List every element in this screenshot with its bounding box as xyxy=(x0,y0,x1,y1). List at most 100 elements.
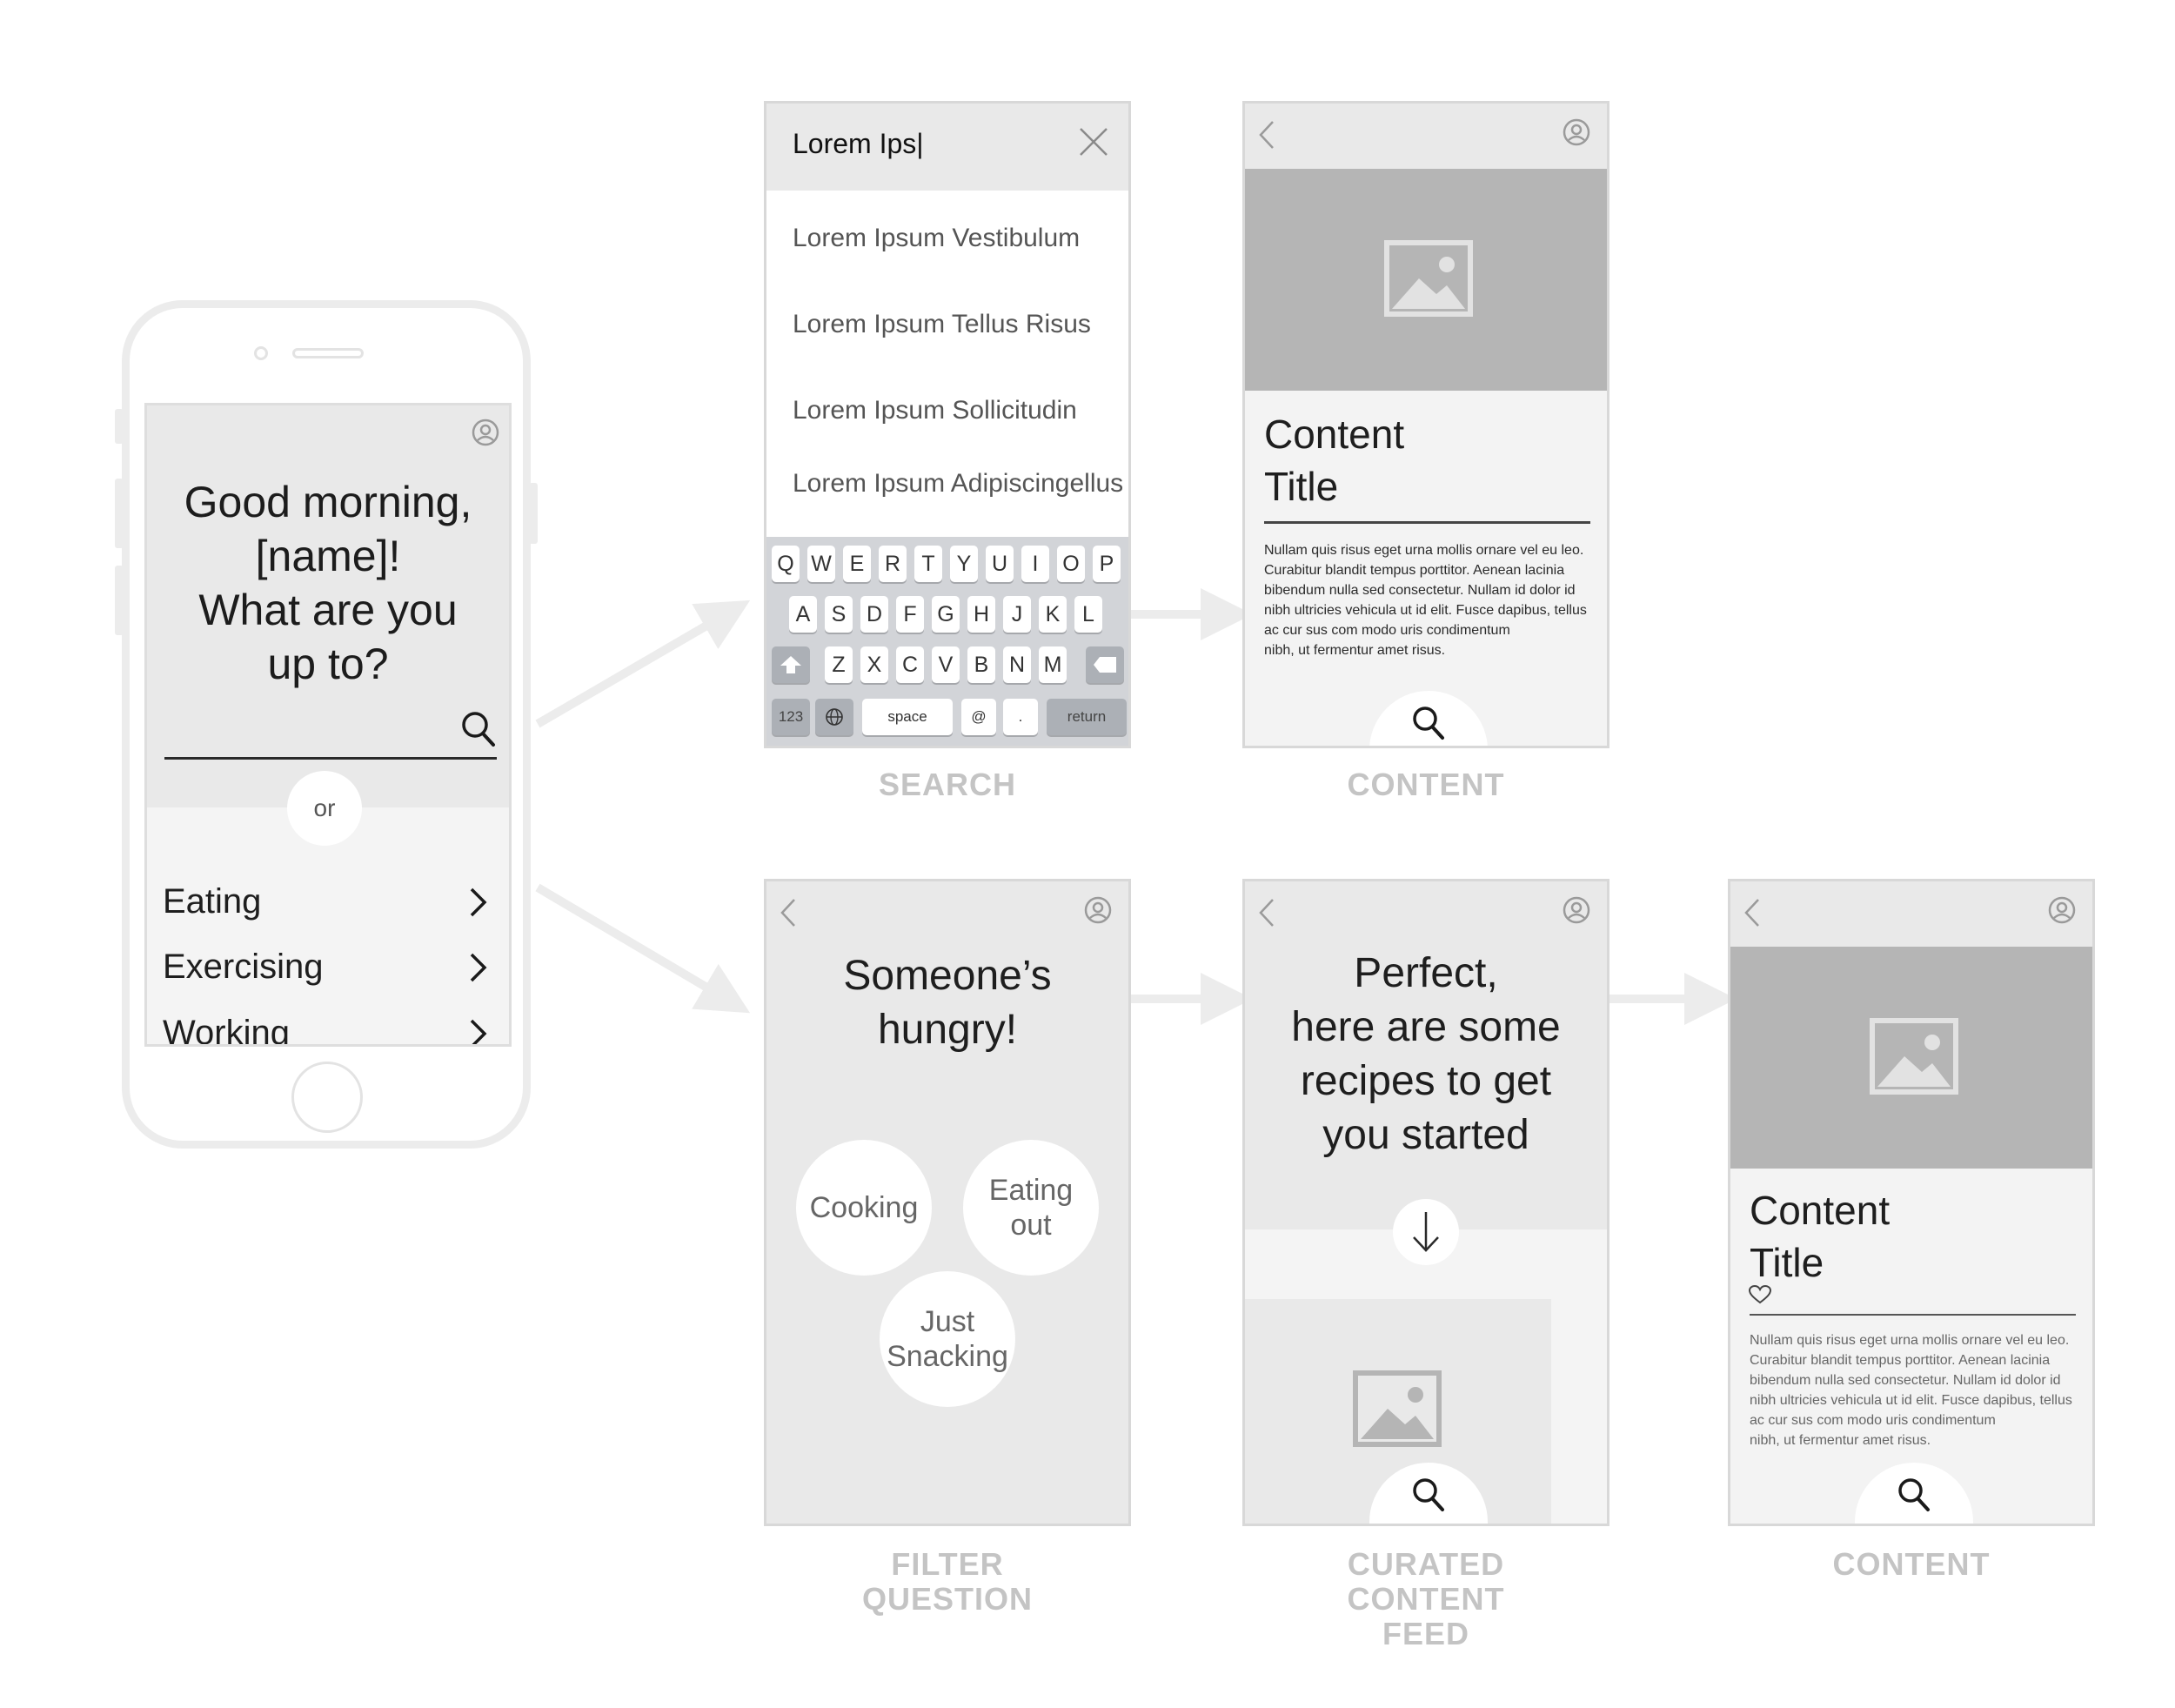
phone-home-button[interactable] xyxy=(291,1062,363,1133)
menu-item-exercising[interactable]: Exercising xyxy=(163,936,497,997)
option-label: Snacking xyxy=(887,1340,1008,1373)
key-x[interactable]: X xyxy=(860,646,888,683)
key-t[interactable]: T xyxy=(914,546,942,582)
key-h[interactable]: H xyxy=(967,596,995,633)
key-e[interactable]: E xyxy=(843,546,871,582)
option-just-snacking[interactable]: Just Snacking xyxy=(880,1271,1015,1407)
content-body: Content Title Nullam quis risus eget urn… xyxy=(1245,391,1607,746)
search-fab[interactable] xyxy=(1369,691,1488,746)
key-v[interactable]: V xyxy=(932,646,960,683)
back-icon[interactable] xyxy=(1743,897,1762,928)
content-body: Content Title Nullam quis risus eget urn… xyxy=(1730,1169,2092,1524)
profile-icon[interactable] xyxy=(1083,895,1113,925)
hero-image xyxy=(1245,169,1607,391)
option-eating-out[interactable]: Eating out xyxy=(963,1140,1099,1276)
back-icon[interactable] xyxy=(779,897,798,928)
dot-key[interactable]: . xyxy=(1003,699,1038,735)
home-header: Good morning, [name]! What are you up to… xyxy=(147,405,509,807)
option-cooking[interactable]: Cooking xyxy=(796,1140,932,1276)
hero-image xyxy=(1730,947,2092,1169)
back-icon[interactable] xyxy=(1257,119,1276,151)
feed-card[interactable] xyxy=(1245,1299,1551,1524)
suggestion-item[interactable]: Lorem Ipsum Vestibulum xyxy=(793,224,1081,252)
space-key[interactable]: space xyxy=(862,699,953,735)
close-icon[interactable] xyxy=(1078,126,1109,157)
body-text: Nullam quis risus eget urna mollis ornar… xyxy=(1750,1330,2072,1450)
key-y[interactable]: Y xyxy=(950,546,978,582)
phone-power-button xyxy=(529,483,538,544)
key-p[interactable]: P xyxy=(1093,546,1121,582)
greeting-line: [name]! xyxy=(255,532,401,580)
profile-icon[interactable] xyxy=(471,418,500,447)
phone-volume-down xyxy=(115,566,124,635)
numbers-key[interactable]: 123 xyxy=(772,699,810,735)
search-bar[interactable]: Lorem Ips| xyxy=(766,104,1128,191)
screen-label-filter: FILTER QUESTION xyxy=(817,1547,1078,1617)
at-key[interactable]: @ xyxy=(961,699,996,735)
key-r[interactable]: R xyxy=(879,546,907,582)
suggestion-list: Lorem Ipsum Vestibulum Lorem Ipsum Tellu… xyxy=(766,191,1128,539)
menu-item-label: Exercising xyxy=(163,948,324,986)
search-icon[interactable] xyxy=(460,710,497,748)
search-query[interactable]: Lorem Ips| xyxy=(793,128,924,159)
greeting-line: What are you xyxy=(198,586,458,634)
key-s[interactable]: S xyxy=(825,596,853,633)
body-line: Nullam quis risus eget urna mollis ornar… xyxy=(1750,1333,2070,1348)
content-topbar xyxy=(1245,104,1607,169)
key-q[interactable]: Q xyxy=(772,546,800,582)
body-line: bibendum nulla sed consectetur. Nullam i… xyxy=(1264,583,1576,598)
scroll-down-button[interactable] xyxy=(1393,1199,1459,1265)
shift-key[interactable] xyxy=(772,646,810,683)
key-g[interactable]: G xyxy=(932,596,960,633)
body-line: nibh ultricies vehicula ut id elit. Fusc… xyxy=(1750,1393,2072,1408)
profile-icon[interactable] xyxy=(2047,895,2077,925)
key-b[interactable]: B xyxy=(967,646,995,683)
key-n[interactable]: N xyxy=(1003,646,1031,683)
profile-icon[interactable] xyxy=(1562,895,1591,925)
suggestion-item[interactable]: Lorem Ipsum Tellus Risus xyxy=(793,310,1091,338)
content-screen-top: Content Title Nullam quis risus eget urn… xyxy=(1242,101,1610,748)
screen-label-curated: CURATED CONTENT FEED xyxy=(1295,1547,1556,1651)
backspace-icon xyxy=(1094,657,1116,673)
body-text: Nullam quis risus eget urna mollis ornar… xyxy=(1264,540,1587,660)
suggestion-item[interactable]: Lorem Ipsum Sollicitudin xyxy=(793,396,1077,425)
key-m[interactable]: M xyxy=(1039,646,1067,683)
backspace-key[interactable] xyxy=(1086,646,1124,683)
menu-item-working[interactable]: Working xyxy=(163,1002,497,1047)
back-icon[interactable] xyxy=(1257,897,1276,928)
shift-icon xyxy=(780,656,801,673)
key-f[interactable]: F xyxy=(896,596,924,633)
heart-icon[interactable] xyxy=(1748,1284,1772,1305)
menu-item-eating[interactable]: Eating xyxy=(163,871,497,932)
search-fab[interactable] xyxy=(1855,1463,1973,1524)
label-line: QUESTION xyxy=(861,1581,1033,1617)
menu-item-label: Eating xyxy=(163,882,262,921)
suggestion-item[interactable]: Lorem Ipsum Adipiscingellus xyxy=(793,469,1124,498)
key-z[interactable]: Z xyxy=(825,646,853,683)
key-j[interactable]: J xyxy=(1003,596,1031,633)
key-a[interactable]: A xyxy=(789,596,817,633)
key-o[interactable]: O xyxy=(1057,546,1085,582)
key-k[interactable]: K xyxy=(1039,596,1067,633)
search-icon xyxy=(1898,1478,1930,1511)
curated-title-line: recipes to get xyxy=(1300,1058,1552,1104)
key-l[interactable]: L xyxy=(1074,596,1102,633)
search-input[interactable] xyxy=(164,757,497,760)
key-i[interactable]: I xyxy=(1021,546,1049,582)
phone-mute-switch xyxy=(115,409,124,444)
key-d[interactable]: D xyxy=(860,596,888,633)
body-line: nibh ultricies vehicula ut id elit. Fusc… xyxy=(1264,603,1587,618)
key-c[interactable]: C xyxy=(896,646,924,683)
body-line: ac cur sus com modo uris condimentum xyxy=(1264,623,1510,638)
menu-item-label: Working xyxy=(163,1014,290,1047)
image-placeholder-icon xyxy=(1384,240,1473,317)
key-u[interactable]: U xyxy=(986,546,1014,582)
globe-key[interactable] xyxy=(815,699,853,735)
content-title: Content Title xyxy=(1264,412,1405,509)
return-key[interactable]: return xyxy=(1047,699,1127,735)
curated-title-line: Perfect, xyxy=(1354,950,1498,996)
screen-label-search: SEARCH xyxy=(878,767,1016,802)
profile-icon[interactable] xyxy=(1562,117,1591,147)
key-w[interactable]: W xyxy=(807,546,835,582)
content-screen-bottom: Content Title Nullam quis risus eget urn… xyxy=(1728,879,2095,1526)
